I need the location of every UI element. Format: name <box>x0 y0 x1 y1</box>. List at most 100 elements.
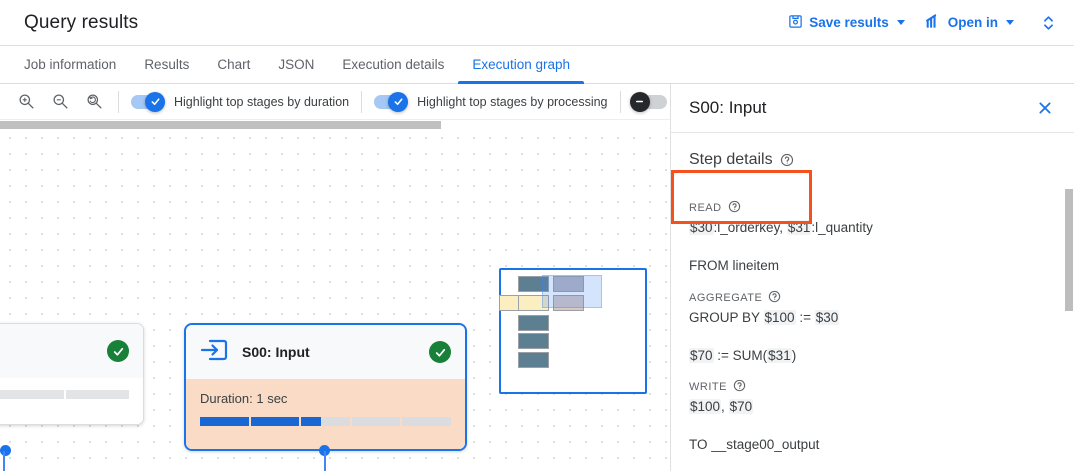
node-header <box>0 324 143 378</box>
help-icon[interactable] <box>728 200 741 216</box>
section-value-write: $100, $70 <box>689 399 754 414</box>
tab-execution-graph[interactable]: Execution graph <box>458 46 584 84</box>
save-results-button[interactable]: Save results <box>778 8 915 38</box>
chevron-down-icon <box>896 20 905 25</box>
toggle-switch[interactable] <box>629 91 667 112</box>
node-progress-bar <box>200 417 451 426</box>
tab-job-information[interactable]: Job information <box>24 57 117 72</box>
edge-endpoint-dot <box>0 445 11 456</box>
node-progress-bar <box>0 390 129 399</box>
graph-scrollbar-thumb[interactable] <box>0 121 441 129</box>
help-icon[interactable] <box>733 379 746 395</box>
minimap-node <box>518 352 549 368</box>
chart-icon <box>925 13 942 32</box>
toggle-highlight-processing[interactable]: Highlight top stages by processing <box>374 91 608 112</box>
graph-horizontal-scrollbar[interactable] <box>0 120 677 129</box>
progress-segment <box>250 417 300 426</box>
section-value-read: $30:l_orderkey, $31:l_quantity <box>689 220 873 235</box>
section-to: TO __stage00_output <box>689 437 820 453</box>
save-results-icon <box>788 14 803 32</box>
tab-execution-details[interactable]: Execution details <box>342 57 445 72</box>
tab-chart[interactable]: Chart <box>217 57 251 72</box>
edge-line <box>3 451 5 471</box>
panel-title: S00: Input <box>689 98 767 117</box>
close-button[interactable] <box>1030 93 1060 123</box>
success-check-icon <box>107 340 129 362</box>
help-icon[interactable] <box>768 290 781 306</box>
help-icon[interactable] <box>780 153 794 167</box>
tab-json[interactable]: JSON <box>278 57 315 72</box>
toolbar-divider <box>361 90 363 113</box>
zoom-out-icon <box>52 94 68 109</box>
panel-header: S00: Input <box>671 84 1074 132</box>
section-label-read: READ <box>689 200 1056 216</box>
toggle-knob <box>145 91 165 112</box>
panel-body: Step details READ <box>671 133 1074 471</box>
panel-scrollbar[interactable] <box>1064 133 1074 471</box>
progress-segment <box>0 390 64 399</box>
open-in-label: Open in <box>947 15 998 30</box>
toolbar-divider <box>118 90 119 113</box>
toggle-label-duration: Highlight top stages by duration <box>174 94 350 109</box>
execution-graph-canvas[interactable]: records S00: Input Duration: 1 sec <box>0 120 677 471</box>
node-header: S00: Input <box>186 325 465 379</box>
open-in-button[interactable]: Open in <box>915 8 1024 38</box>
edge-endpoint-dot <box>319 445 330 456</box>
section-from: FROM lineitem <box>689 258 780 274</box>
tab-results[interactable]: Results <box>144 57 190 72</box>
minimap-node <box>518 276 549 292</box>
check-icon <box>151 98 159 106</box>
graph-node-s00[interactable]: S00: Input Duration: 1 sec <box>184 323 467 451</box>
toggle-knob <box>629 91 650 112</box>
chevron-down-icon <box>1006 20 1014 25</box>
tab-bar: Job information Results Chart JSON Execu… <box>0 45 1074 84</box>
progress-segment <box>65 390 129 399</box>
step-details-panel: S00: Input Step details <box>670 84 1074 471</box>
page-header: Query results Save results <box>0 0 1074 45</box>
minimap-node <box>553 276 584 292</box>
close-icon <box>1039 102 1051 114</box>
zoom-controls <box>0 90 106 114</box>
node-body: Duration: 1 sec <box>186 379 465 449</box>
section-label-write: WRITE <box>689 379 1056 395</box>
zoom-out-button[interactable] <box>48 90 72 114</box>
toggle-label-processing: Highlight top stages by processing <box>417 94 608 109</box>
section-label-text: READ <box>689 202 722 214</box>
section-value-aggregate: GROUP BY $100 := $30 <box>689 309 840 325</box>
node-duration-label: Duration: 1 sec <box>200 391 288 406</box>
zoom-reset-button[interactable] <box>82 90 106 114</box>
page-title: Query results <box>24 11 139 33</box>
toggle-switch[interactable] <box>374 91 409 112</box>
success-check-icon <box>429 341 451 363</box>
toggle-switch[interactable] <box>131 91 165 112</box>
expand-collapse-button[interactable] <box>1032 7 1064 39</box>
node-title: S00: Input <box>242 344 310 360</box>
zoom-in-icon <box>18 94 34 109</box>
edge-line <box>324 451 326 471</box>
toggle-highlight-duration[interactable]: Highlight top stages by duration <box>131 91 350 112</box>
toggle-knob <box>388 91 409 112</box>
progress-segment <box>200 417 249 426</box>
step-details-label: Step details <box>689 151 773 168</box>
minus-icon <box>635 100 644 103</box>
zoom-in-button[interactable] <box>14 90 38 114</box>
header-actions: Save results Open in <box>778 7 1074 39</box>
zoom-reset-icon <box>86 94 102 109</box>
section-label-text: WRITE <box>689 381 727 393</box>
minimap-node <box>518 295 549 311</box>
panel-divider <box>671 132 1074 133</box>
graph-toolbar: Highlight top stages by duration Highlig… <box>0 84 677 120</box>
panel-scrollbar-thumb[interactable] <box>1065 189 1073 311</box>
input-arrow-icon <box>200 337 228 368</box>
toggle-third[interactable] <box>629 91 667 112</box>
progress-segment <box>351 417 401 426</box>
progress-segment <box>402 417 451 426</box>
graph-node-partial-top[interactable] <box>0 323 144 425</box>
graph-minimap[interactable] <box>499 268 647 394</box>
step-details-heading: Step details <box>689 133 1056 187</box>
save-results-label: Save results <box>809 15 889 30</box>
toolbar-divider <box>619 90 621 113</box>
minimap-viewport[interactable] <box>542 275 602 308</box>
minimap-node <box>553 295 584 311</box>
section-sum: $70 := SUM($31) <box>689 347 797 363</box>
